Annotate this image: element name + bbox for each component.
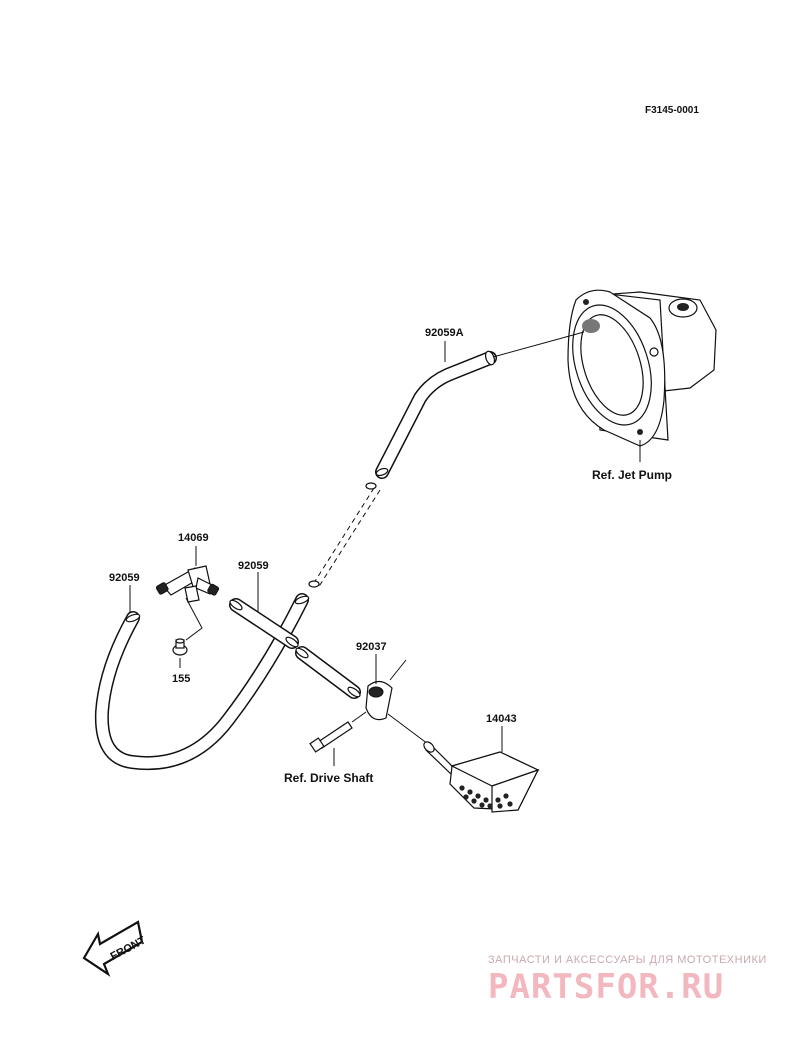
label-155: 155 <box>172 673 190 685</box>
jet-pump-housing <box>567 289 717 462</box>
hose-92059a <box>375 331 585 479</box>
clamp-92037 <box>365 654 429 745</box>
ref-drive-shaft-label: Ref. Drive Shaft <box>284 771 373 785</box>
ref-jet-pump-label: Ref. Jet Pump <box>592 468 672 482</box>
hose-92059-left <box>94 585 310 770</box>
figure-code: F3145-0001 <box>645 105 699 116</box>
label-92059a: 92059A <box>425 327 464 339</box>
hose-92059-mid <box>229 572 361 699</box>
label-92059-mid: 92059 <box>238 560 269 572</box>
label-14069: 14069 <box>178 532 209 544</box>
bolt-155 <box>172 638 188 668</box>
drive-shaft-bolt <box>309 711 367 766</box>
assembly-path <box>308 482 381 589</box>
block-14043 <box>423 726 540 813</box>
label-14043: 14043 <box>486 713 517 725</box>
label-92059-left: 92059 <box>109 572 140 584</box>
watermark-brand: PARTSFOR.RU <box>488 967 724 1007</box>
fitting-14069 <box>155 546 220 641</box>
watermark-tagline: ЗАПЧАСТИ И АКСЕССУАРЫ ДЛЯ МОТОТЕХНИКИ <box>488 954 767 966</box>
front-arrow: FRONT <box>82 920 148 977</box>
label-92037: 92037 <box>356 641 387 653</box>
